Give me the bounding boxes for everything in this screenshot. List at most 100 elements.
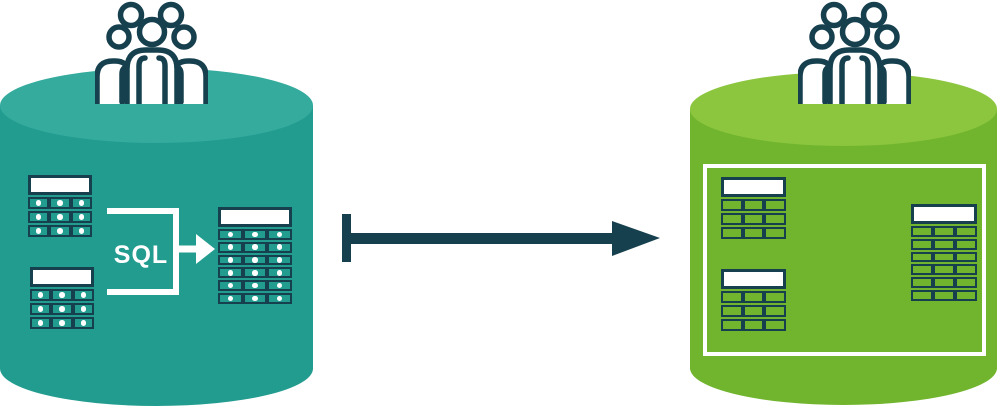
- source-table-1: [28, 175, 92, 237]
- table-cell: [955, 251, 977, 263]
- table-cell: [933, 238, 955, 250]
- table-cell: [742, 291, 765, 303]
- table-cell: [955, 289, 977, 301]
- table-cell: [49, 197, 71, 209]
- data-dot: [35, 200, 42, 206]
- table-row: [721, 213, 787, 225]
- table-header-row: [911, 204, 977, 224]
- table-cell: [742, 199, 765, 211]
- table-row: [911, 264, 977, 276]
- table-cell: [267, 254, 293, 266]
- table-cell: [911, 289, 933, 301]
- table-cell: [72, 317, 94, 329]
- table-cell: [49, 211, 71, 223]
- table-row: [721, 227, 787, 239]
- table-row: [28, 211, 92, 223]
- table-cell: [30, 317, 52, 329]
- table-cell: [70, 225, 92, 237]
- table-row: [218, 292, 293, 304]
- target-table-3: [911, 204, 977, 301]
- table-header-row: [28, 175, 92, 195]
- data-dot: [37, 292, 44, 298]
- data-dot: [227, 270, 234, 276]
- table-cell: [218, 241, 243, 253]
- target-table-2: [721, 269, 787, 331]
- data-dot: [80, 306, 87, 312]
- table-row: [218, 267, 293, 279]
- table-cell: [242, 280, 268, 291]
- table-row: [28, 197, 92, 209]
- data-dot: [252, 231, 258, 238]
- data-dot: [37, 320, 44, 326]
- table-row: [911, 289, 977, 301]
- table-row: [911, 238, 977, 250]
- table-row: [30, 317, 94, 329]
- target-cylinder-bottom: [690, 331, 997, 405]
- table-cell: [242, 254, 268, 266]
- table-cell: [28, 197, 50, 209]
- table-cell: [764, 291, 787, 303]
- table-cell: [28, 211, 50, 223]
- data-dot: [57, 228, 63, 234]
- table-cell: [933, 289, 955, 301]
- table-row: [721, 199, 787, 211]
- table-cell: [742, 319, 765, 331]
- table-cell: [30, 289, 52, 301]
- data-dot: [37, 306, 44, 312]
- sql-join-bracket-icon: [107, 208, 215, 295]
- data-dot: [276, 257, 283, 263]
- flow-arrow-icon: [342, 214, 660, 262]
- table-cell: [721, 227, 743, 239]
- data-dot: [59, 306, 65, 312]
- data-dot: [78, 228, 85, 234]
- table-cell: [51, 289, 73, 301]
- table-row: [218, 254, 293, 266]
- data-dot: [276, 282, 283, 289]
- table-cell: [742, 305, 765, 317]
- data-dot: [57, 200, 63, 206]
- table-cell: [955, 264, 977, 276]
- table-cell: [933, 251, 955, 263]
- table-cell: [218, 267, 243, 279]
- table-cell: [764, 213, 787, 225]
- data-dot: [78, 200, 85, 206]
- table-cell: [51, 303, 73, 315]
- table-cell: [721, 305, 743, 317]
- table-cell: [911, 264, 933, 276]
- users-group-icon: [798, 0, 911, 104]
- table-cell: [721, 291, 743, 303]
- table-cell: [49, 225, 71, 237]
- table-header-row: [30, 267, 94, 287]
- table-cell: [72, 303, 94, 315]
- table-cell: [764, 199, 787, 211]
- table-cell: [764, 227, 787, 239]
- data-dot: [35, 228, 42, 234]
- data-dot: [80, 292, 87, 298]
- data-dot: [227, 282, 234, 289]
- table-row: [911, 251, 977, 263]
- table-cell: [955, 238, 977, 250]
- data-dot: [78, 214, 85, 220]
- table-cell: [267, 267, 293, 279]
- table-cell: [933, 277, 955, 288]
- table-cell: [70, 211, 92, 223]
- data-dot: [276, 231, 283, 238]
- data-dot: [80, 320, 87, 326]
- table-row: [721, 319, 787, 331]
- table-cell: [955, 226, 977, 237]
- source-table-2: [30, 267, 94, 329]
- table-row: [28, 225, 92, 237]
- table-row: [218, 241, 293, 253]
- target-tables-frame: [703, 164, 986, 356]
- table-cell: [267, 229, 293, 240]
- table-cell: [242, 241, 268, 253]
- table-cell: [218, 280, 243, 291]
- data-dot: [227, 257, 234, 263]
- table-cell: [764, 305, 787, 317]
- table-cell: [267, 241, 293, 253]
- table-cell: [218, 292, 243, 304]
- table-cell: [911, 251, 933, 263]
- data-dot: [35, 214, 42, 220]
- table-cell: [721, 199, 743, 211]
- users-group-icon: [95, 0, 208, 104]
